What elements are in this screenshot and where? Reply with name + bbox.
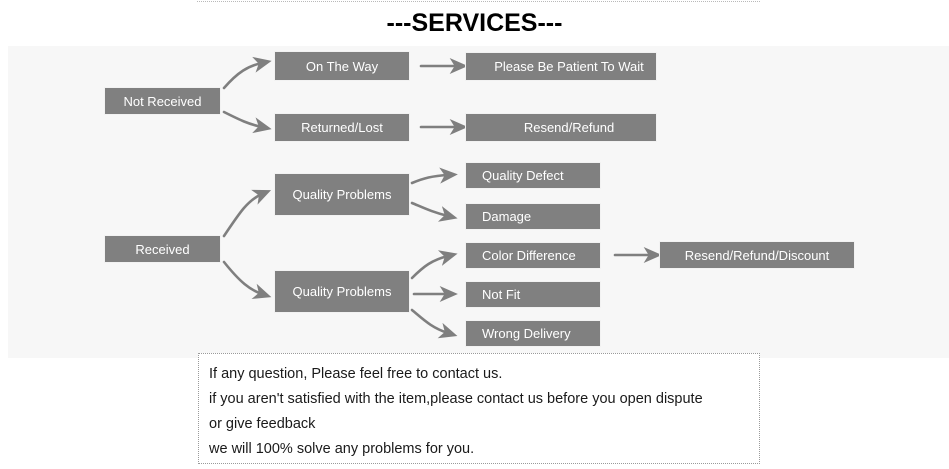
node-wrong-delivery: Wrong Delivery — [466, 321, 600, 346]
note-line-4: we will 100% solve any problems for you. — [209, 441, 475, 457]
node-not-received: Not Received — [105, 88, 220, 114]
node-received: Received — [105, 236, 220, 262]
node-on-the-way: On The Way — [275, 52, 409, 80]
node-quality-problems-top: Quality Problems — [275, 174, 409, 215]
node-color-difference: Color Difference — [466, 243, 600, 268]
note-line-1: If any question, Please feel free to con… — [209, 366, 503, 382]
page-title: ---SERVICES--- — [386, 9, 563, 37]
node-resend-refund: Resend/Refund — [466, 114, 656, 141]
note-line-3: or give feedback — [209, 416, 316, 432]
contact-note-box: If any question, Please feel free to con… — [198, 353, 760, 464]
node-not-fit: Not Fit — [466, 282, 600, 307]
node-returned-lost: Returned/Lost — [275, 114, 409, 141]
node-please-be-patient-to-wait: Please Be Patient To Wait — [466, 53, 656, 80]
node-resend-refund-discount: Resend/Refund/Discount — [660, 242, 854, 268]
node-quality-defect: Quality Defect — [466, 163, 600, 188]
note-line-2: if you aren't satisfied with the item,pl… — [209, 391, 703, 407]
node-damage: Damage — [466, 204, 600, 229]
top-dotted-divider — [197, 1, 760, 2]
node-quality-problems-bottom: Quality Problems — [275, 271, 409, 312]
